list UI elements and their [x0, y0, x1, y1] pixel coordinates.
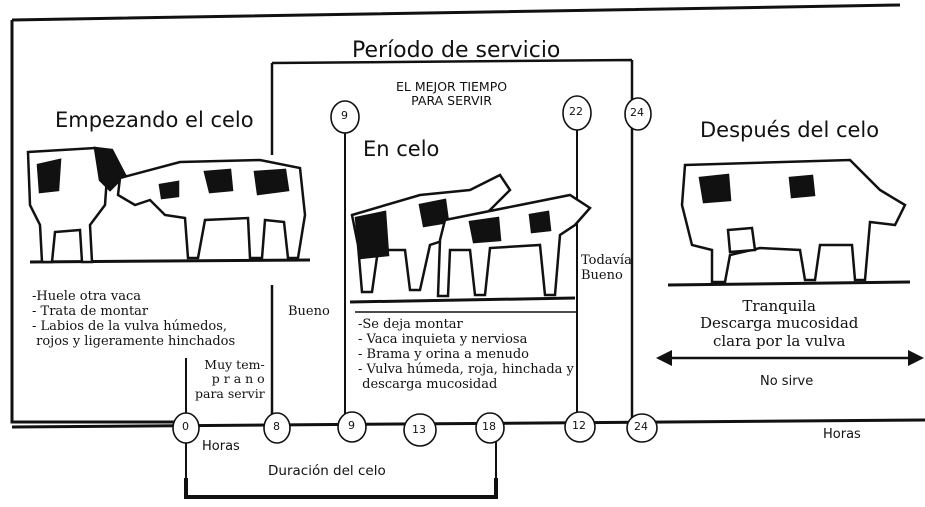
tick-label-9: 9 [348, 419, 355, 432]
tick-label-12: 12 [572, 419, 586, 432]
top-circle-9 [330, 100, 360, 134]
outer-frame [10, 3, 901, 424]
top-label-9: 9 [341, 109, 348, 122]
best-time-label: EL MEJOR TIEMPO PARA SERVIR [396, 79, 508, 109]
tick-label-8: 8 [273, 420, 280, 433]
rating-too-early: Muy tem- p r a n o para servir [195, 357, 265, 401]
tick-circle-24 [626, 413, 658, 443]
cows-starting-illustration [26, 146, 307, 264]
tick-circle-9 [337, 411, 367, 443]
tick-label-18: 18 [482, 420, 496, 433]
top-label-24: 24 [630, 106, 644, 119]
timeline-axis [11, 418, 925, 429]
no-sirve-arrow [656, 350, 924, 366]
cows-in-heat-illustration [350, 173, 592, 298]
top-label-22: 22 [569, 105, 583, 118]
tick-label-0: 0 [182, 420, 189, 433]
diagram-title: Período de servicio [352, 38, 561, 63]
tick-circle-8 [263, 412, 291, 444]
signs-after-heat: Tranquila Descarga mucosidad clara por l… [700, 297, 859, 350]
duration-bracket [184, 478, 498, 499]
duration-label: Duración del celo [268, 463, 386, 479]
rating-not-useful: No sirve [760, 374, 814, 389]
tick-label-13: 13 [412, 423, 426, 436]
tick-circle-13 [403, 413, 437, 447]
axis-hours-left: Horas [202, 439, 240, 454]
tick-circle-12 [564, 411, 596, 443]
top-circle-24 [624, 97, 652, 131]
top-circle-22 [562, 95, 592, 131]
tick-label-24: 24 [634, 420, 648, 433]
rating-still-good: Todavía Bueno [581, 253, 632, 283]
axis-hours-right: Horas [823, 427, 861, 442]
heading-after-heat: Después del celo [700, 118, 880, 142]
signs-starting-heat: -Huele otra vaca - Trata de montar - Lab… [32, 289, 236, 349]
rating-good: Bueno [288, 304, 330, 319]
tick-circle-0 [172, 412, 200, 444]
tick-circle-18 [475, 412, 505, 444]
signs-in-heat: -Se deja montar - Vaca inquieta y nervio… [358, 317, 574, 392]
heading-in-heat: En celo [363, 137, 440, 161]
cow-after-illustration [680, 158, 907, 284]
heading-starting-heat: Empezando el celo [55, 108, 254, 132]
